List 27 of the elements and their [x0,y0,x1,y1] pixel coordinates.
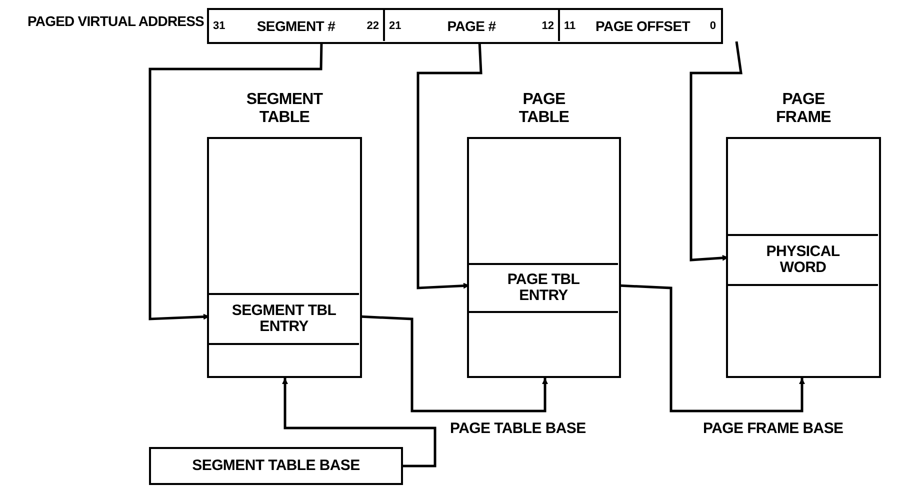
bit-number: 12 [542,20,554,32]
register-label: SEGMENT TABLE BASE [192,458,360,474]
table-box [726,137,881,378]
table-title: PAGE TABLE [518,91,570,127]
address-register [207,8,723,44]
table-title: SEGMENT TABLE [245,91,324,127]
table-entry [209,293,359,345]
entry-label: PHYSICAL WORD [765,244,841,276]
field-name: SEGMENT # [256,18,336,34]
table-box [207,137,362,378]
table-entry [469,263,618,313]
bit-number: 31 [213,20,226,32]
table-title: PAGE FRAME [775,91,832,127]
connector-arrow [690,41,742,262]
bit-number: 0 [710,20,716,32]
table-entry [728,234,878,286]
entry-label: SEGMENT TBL ENTRY [230,303,338,335]
table-box [467,137,621,378]
entry-label: PAGE TBL ENTRY [506,272,581,304]
connector-arrow [282,378,436,468]
bit-number: 11 [564,20,576,32]
field-name: PAGE # [447,18,496,34]
base-register-box [149,447,403,485]
bit-number: 22 [366,20,379,32]
register-title: PAGED VIRTUAL ADDRESS [28,12,204,30]
field-name: PAGE OFFSET [596,18,690,34]
bit-number: 21 [389,20,402,32]
